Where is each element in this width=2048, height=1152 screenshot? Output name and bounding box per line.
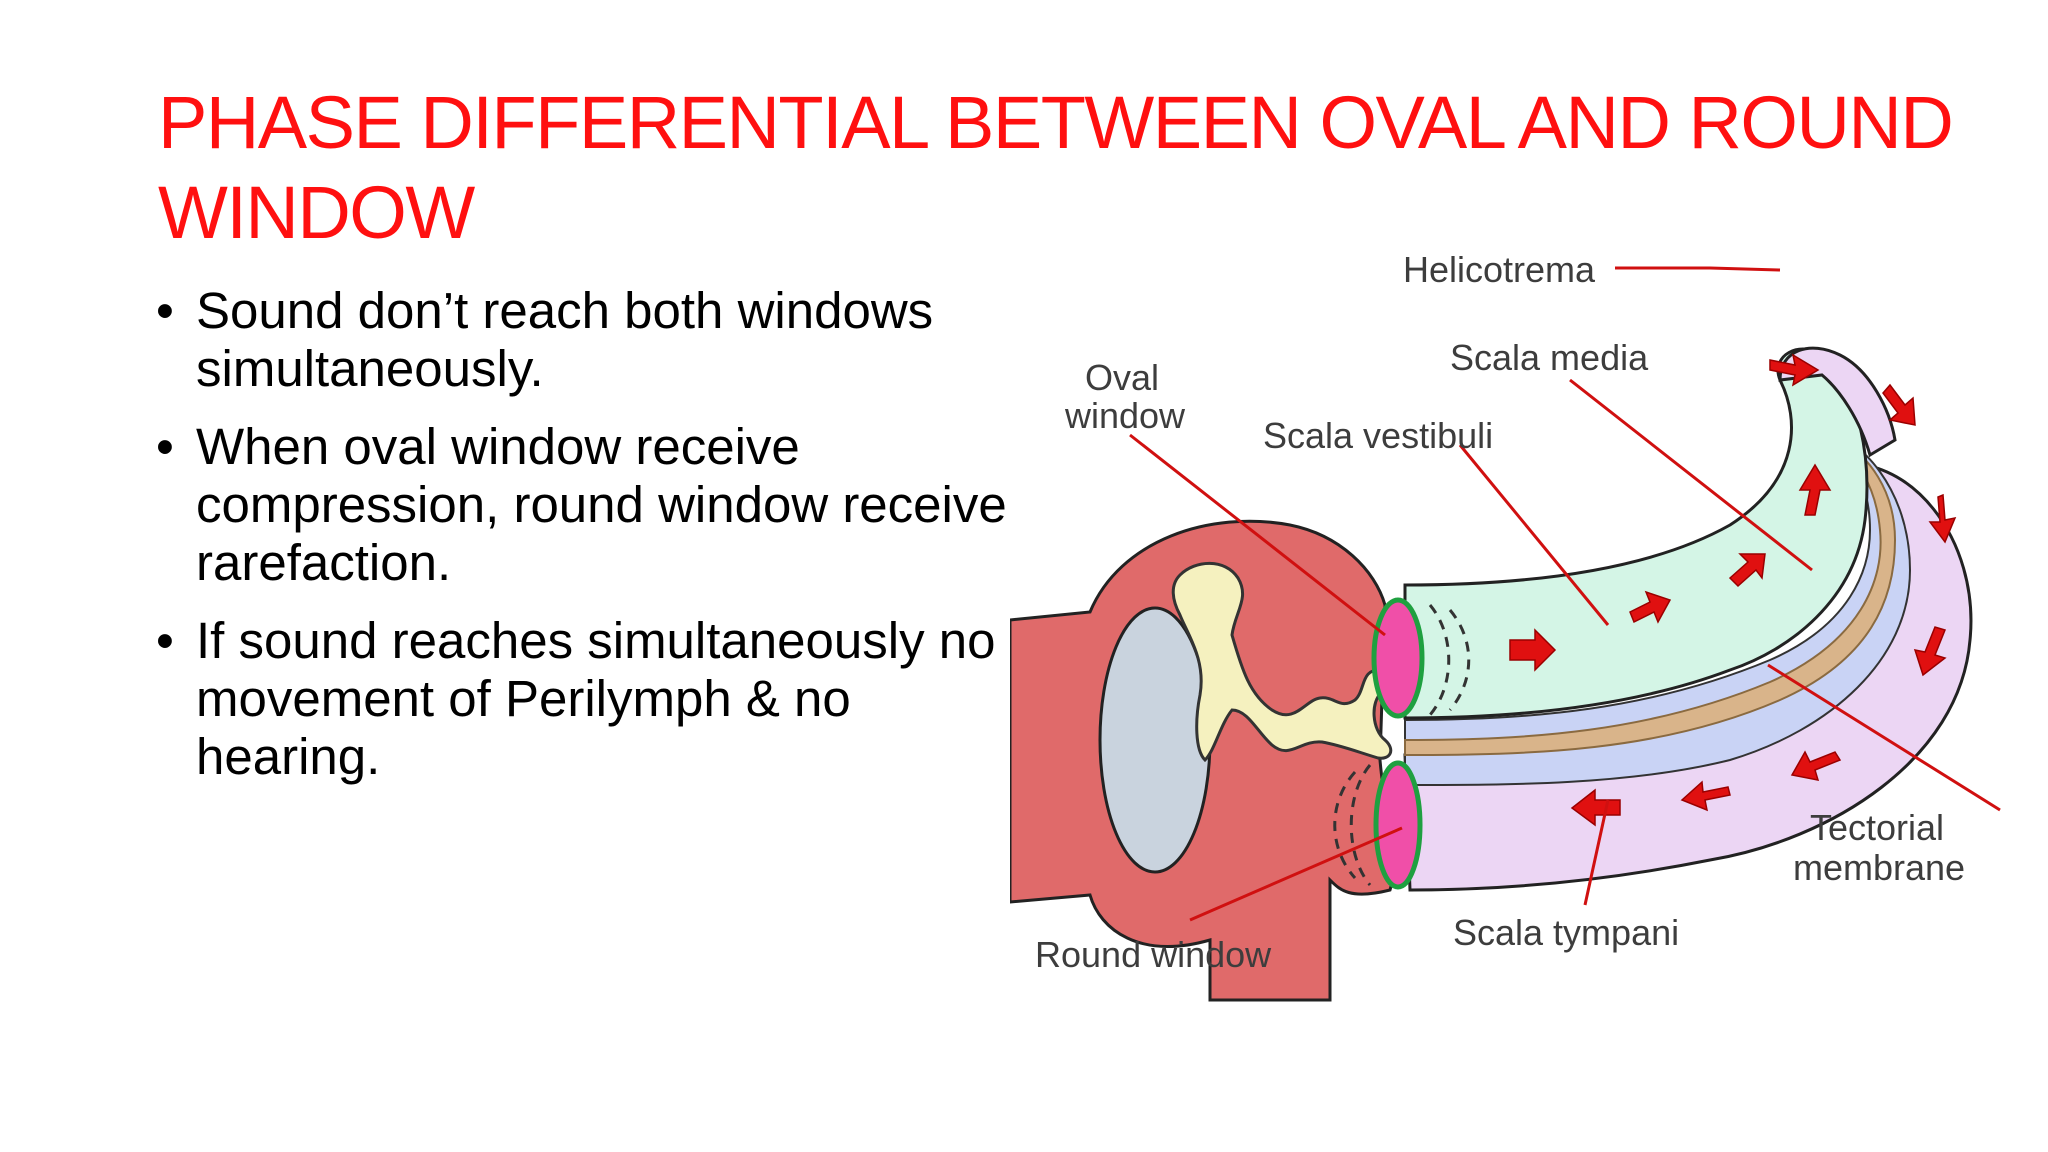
ossicles (1171, 561, 1393, 763)
cochlea-diagram: Helicotrema Scala media Oval window Scal… (1010, 249, 2001, 1002)
oval-window-membrane (1371, 597, 1425, 719)
bullet-icon: • (156, 418, 174, 475)
bullet-text: Sound don’t reach both windows simultane… (196, 282, 934, 397)
bullet-text: When oval window receive compression, ro… (196, 418, 1007, 591)
label-round-window: Round window (1035, 934, 1272, 975)
label-tectorial: Tectorial (1810, 807, 1944, 848)
round-window-membrane (1373, 760, 1423, 890)
bullet-list: • Sound don’t reach both windows simulta… (150, 282, 1010, 806)
bullet-item: • Sound don’t reach both windows simulta… (150, 282, 1010, 398)
bullet-item: • If sound reaches simultaneously no mov… (150, 612, 1010, 786)
bullet-text: If sound reaches simultaneously no movem… (196, 612, 996, 785)
bullet-item: • When oval window receive compression, … (150, 418, 1010, 592)
vibration-arcs (1333, 604, 1471, 886)
label-scala-media: Scala media (1450, 337, 1649, 378)
label-scala-tympani: Scala tympani (1453, 912, 1679, 953)
label-helicotrema: Helicotrema (1403, 249, 1596, 290)
bullet-icon: • (156, 282, 174, 339)
flow-arrows (1509, 353, 1957, 827)
leader-lines (1129, 266, 2001, 922)
bullet-icon: • (156, 612, 174, 669)
label-tectorial-2: membrane (1793, 847, 1965, 888)
label-oval-window-2: window (1064, 395, 1186, 436)
label-oval-window: Oval (1085, 357, 1159, 398)
slide-title: PHASE DIFFERENTIAL BETWEEN OVAL AND ROUN… (158, 81, 1954, 254)
label-scala-vestibuli: Scala vestibuli (1263, 415, 1493, 456)
